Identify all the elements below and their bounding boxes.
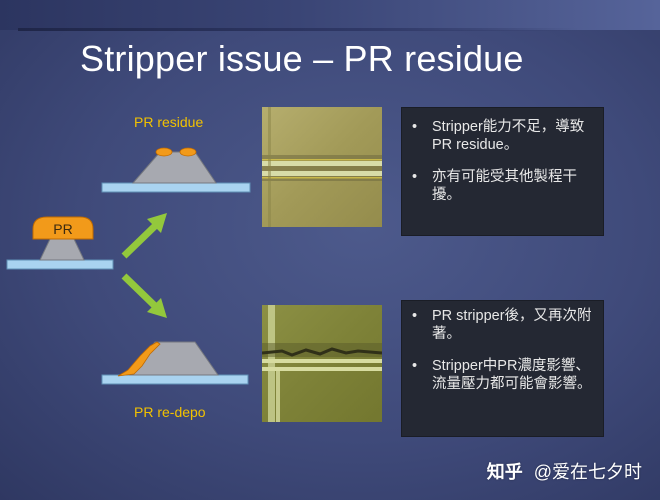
photoresist-cap [32, 216, 94, 240]
arrow-down-green [121, 273, 167, 318]
note-text: Stripper中PR濃度影響、流量壓力都可能會影響。 [432, 358, 592, 392]
note-text: PR stripper後，又再次附著。 [432, 308, 592, 342]
note-item: • 亦有可能受其他製程干擾。 [402, 168, 593, 204]
top-substrate [101, 182, 251, 193]
top-structure [131, 151, 217, 184]
note-item: • Stripper中PR濃度影響、流量壓力都可能會影響。 [402, 357, 593, 393]
bullet: • [412, 169, 418, 185]
notes-panel-residue: • Stripper能力不足，導致PR residue。 • 亦有可能受其他製程… [401, 107, 604, 236]
bullet: • [412, 358, 418, 374]
watermark-handle: @爱在七夕时 [533, 462, 642, 482]
pr-redepo-label: PR re-depo [134, 404, 206, 420]
header-band [0, 0, 660, 30]
slide-title: Stripper issue – PR residue [80, 38, 524, 79]
watermark: 知乎 @爱在七夕时 [487, 458, 642, 484]
pr-label: PR [53, 221, 72, 237]
bottom-substrate [101, 374, 249, 385]
notes-panel-redepo: • PR stripper後，又再次附著。 • Stripper中PR濃度影響、… [401, 300, 604, 437]
note-item: • Stripper能力不足，導致PR residue。 [402, 118, 593, 154]
pr-residue-label: PR residue [134, 114, 204, 130]
note-item: • PR stripper後，又再次附著。 [402, 307, 593, 343]
bullet: • [412, 119, 418, 135]
residue-blob-right [179, 147, 197, 157]
redeposited-pr [117, 341, 161, 377]
arrow-up-green [121, 213, 167, 259]
note-text: 亦有可能受其他製程干擾。 [432, 169, 577, 203]
residue-blob-left [155, 147, 173, 157]
left-substrate [6, 259, 114, 270]
left-structure [39, 238, 85, 261]
micrograph-residue [262, 107, 382, 227]
note-text: Stripper能力不足，導致PR residue。 [432, 119, 585, 153]
micrograph-redepo [262, 305, 382, 422]
zhihu-logo: 知乎 [486, 462, 523, 482]
header-divider [18, 28, 578, 31]
bullet: • [412, 308, 418, 324]
